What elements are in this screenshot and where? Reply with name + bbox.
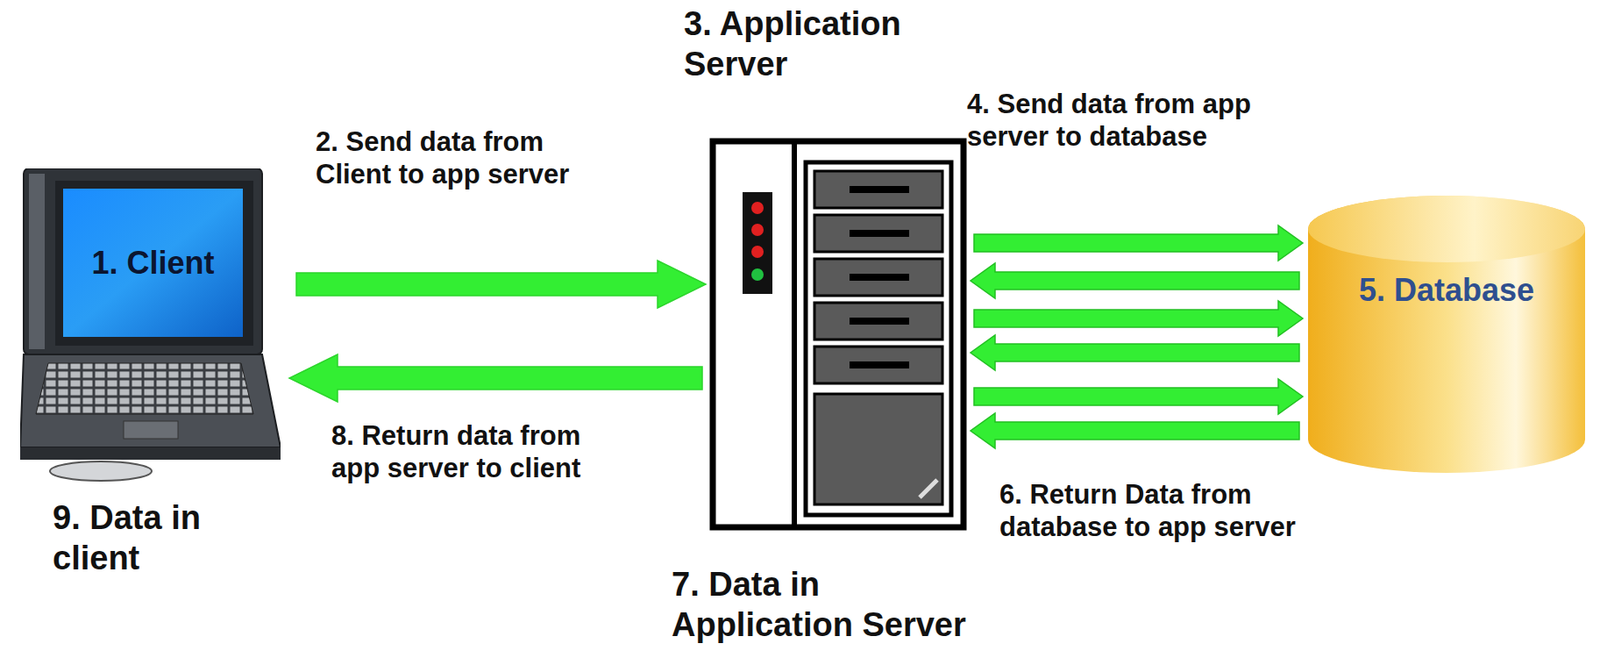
step-label: 6. Return Data from database to app serv… [999,477,1359,543]
flow-arrow [970,263,1300,299]
drive-bay [814,346,943,384]
laptop-illustration [20,168,281,485]
application-server: 3. Application Server7. Data in Applicat… [709,137,968,531]
drive-slot [849,229,910,237]
drive-slot [849,361,910,369]
drive-bay [814,258,943,296]
node-label: 1. Client [63,188,243,337]
node-caption: 7. Data in Application Server [671,564,1005,645]
flow-arrow [296,260,706,308]
client-laptop: 1. Client9. Data in client [20,168,281,485]
drive-slot [849,317,910,325]
node-caption: 9. Data in client [52,497,272,578]
step-label: 4. Send data from app server to database [967,87,1318,153]
flow-arrow [974,300,1303,336]
drive-slot [849,273,910,281]
step-label: 2. Send data from Client to app server [315,125,614,191]
drive-bay [814,302,943,340]
node-heading: 3. Application Server [683,4,974,85]
flow-arrow [970,334,1300,370]
database-cylinder-illustration [1306,193,1587,475]
server-illustration [709,137,968,531]
drive-slot [849,185,910,193]
node-label: 5. Database [1306,246,1587,335]
drive-bay [814,170,943,208]
step-label: 8. Return data from app server to client [331,419,630,484]
flow-arrow [974,225,1303,261]
flow-arrow [974,378,1303,414]
database-cylinder: 5. Database [1306,193,1587,475]
flow-arrow [289,354,703,402]
drive-bay [814,214,943,252]
flow-arrow [970,412,1300,448]
